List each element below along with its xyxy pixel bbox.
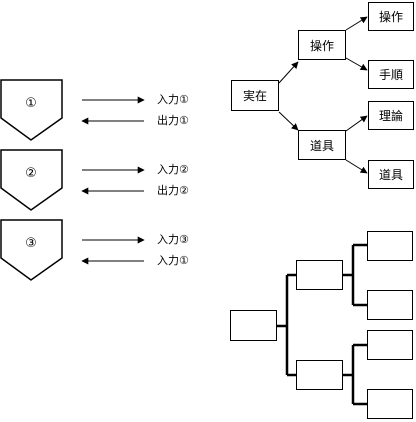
edge-upper-leaf2 xyxy=(345,57,368,71)
edge-root-upper xyxy=(278,61,299,84)
bracket-leaf-box-2 xyxy=(367,290,413,320)
input-label-2: 入力② xyxy=(157,163,189,176)
edge-lower-leaf3 xyxy=(345,115,368,132)
bracket-root-box xyxy=(230,310,277,341)
concept-upper-box: 操作 xyxy=(298,30,346,60)
output-label-3: 入力① xyxy=(157,254,189,267)
bracket-leaf-box-1 xyxy=(367,231,413,261)
pentagon-shape-1 xyxy=(0,79,63,141)
bracket-leaf-box-4 xyxy=(367,389,413,419)
bracket-connectors xyxy=(277,243,367,406)
output-label-2: 出力② xyxy=(157,184,189,197)
pentagon-label-1: ① xyxy=(25,96,37,111)
input-label-1: 入力① xyxy=(157,93,189,106)
input-label-3: 入力③ xyxy=(157,233,189,246)
bracket-leaf-box-3 xyxy=(367,330,413,360)
concept-leaf-box-1: 操作 xyxy=(368,2,414,31)
pentagon-shape-3 xyxy=(0,219,63,281)
concept-leaf-box-4: 道具 xyxy=(368,160,414,189)
output-label-1: 出力① xyxy=(157,114,189,127)
bracket-mid-box-bottom xyxy=(296,360,343,390)
edge-upper-leaf1 xyxy=(345,16,368,31)
concept-lower-box: 道具 xyxy=(298,130,346,160)
pentagon-label-3: ③ xyxy=(25,236,37,251)
concept-leaf-box-2: 手順 xyxy=(368,60,414,89)
pentagon-label-2: ② xyxy=(25,166,37,181)
edge-lower-leaf4 xyxy=(345,159,368,174)
concept-root-box: 実在 xyxy=(231,80,279,111)
pentagon-shape-2 xyxy=(0,149,63,211)
concept-leaf-box-3: 理論 xyxy=(368,101,414,130)
bracket-mid-box-top xyxy=(296,260,343,290)
edge-root-lower xyxy=(278,111,299,131)
